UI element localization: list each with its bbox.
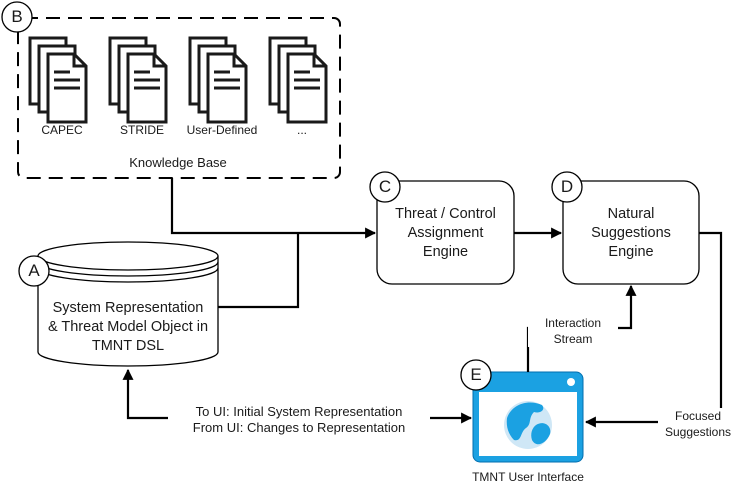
- label-circle-c: [369, 171, 401, 203]
- document-stack-user-defined-icon: [188, 36, 248, 124]
- kb-item-capec: CAPEC: [41, 123, 83, 137]
- document-stack-stride-icon: [108, 36, 168, 124]
- knowledge-base-box: [17, 17, 341, 179]
- label-circle-d: [551, 171, 583, 203]
- threat-engine-line-2: Assignment: [407, 225, 484, 241]
- system-representation-line-2: & Threat Model Object in: [47, 319, 209, 335]
- suggestions-engine-label: Natural Suggestions Engine: [563, 205, 699, 262]
- system-representation-line-3: TMNT DSL: [91, 338, 165, 354]
- label-circle-b: [1, 1, 33, 33]
- ui-link-label: To UI: Initial System Representation Fro…: [168, 404, 430, 436]
- interaction-stream-line-1: Interaction: [544, 316, 602, 330]
- document-stack-more-icon: [268, 36, 328, 124]
- knowledge-base-label: Knowledge Base: [98, 155, 258, 170]
- system-representation-line-1: System Representation: [52, 300, 204, 316]
- focused-suggestions-label: Focused Suggestions: [658, 408, 738, 440]
- ui-link-line-2: From UI: Changes to Representation: [192, 420, 406, 435]
- letter-a: A: [28, 261, 40, 280]
- suggestions-to-ui-edge: [584, 231, 723, 428]
- letter-b: B: [11, 7, 23, 26]
- interaction-stream-label: Interaction Stream: [528, 315, 618, 347]
- focused-suggestions-line-1: Focused: [674, 409, 722, 423]
- system-to-threat-engine-edge: [218, 233, 300, 309]
- kb-item-more: ...: [296, 123, 307, 137]
- threat-engine-label: Threat / Control Assignment Engine: [377, 205, 514, 262]
- letter-d: D: [560, 177, 574, 196]
- focused-suggestions-line-2: Suggestions: [664, 425, 732, 439]
- kb-item-stride: STRIDE: [119, 123, 164, 137]
- interaction-stream-line-2: Stream: [553, 332, 593, 346]
- suggestions-engine-line-1: Natural: [607, 206, 655, 222]
- kb-item-user-defined: User-Defined: [186, 123, 258, 137]
- threat-engine-line-3: Engine: [422, 244, 469, 260]
- label-circle-e: [460, 359, 492, 391]
- label-circle-a: [18, 255, 50, 287]
- letter-c: C: [378, 177, 392, 196]
- system-representation-cylinder: [37, 241, 219, 367]
- kb-to-threat-engine-edge: [170, 178, 377, 239]
- user-interface-label: TMNT User Interface: [472, 470, 584, 484]
- ui-link-line-1: To UI: Initial System Representation: [195, 404, 403, 419]
- ui-window-icon: [472, 371, 584, 463]
- document-stack-capec-icon: [28, 36, 88, 124]
- system-representation-label: System Representation & Threat Model Obj…: [28, 299, 228, 356]
- suggestions-engine-line-2: Suggestions: [591, 225, 671, 241]
- letter-e: E: [470, 365, 482, 384]
- threat-engine-line-1: Threat / Control: [395, 206, 496, 222]
- suggestions-engine-line-3: Engine: [608, 244, 654, 260]
